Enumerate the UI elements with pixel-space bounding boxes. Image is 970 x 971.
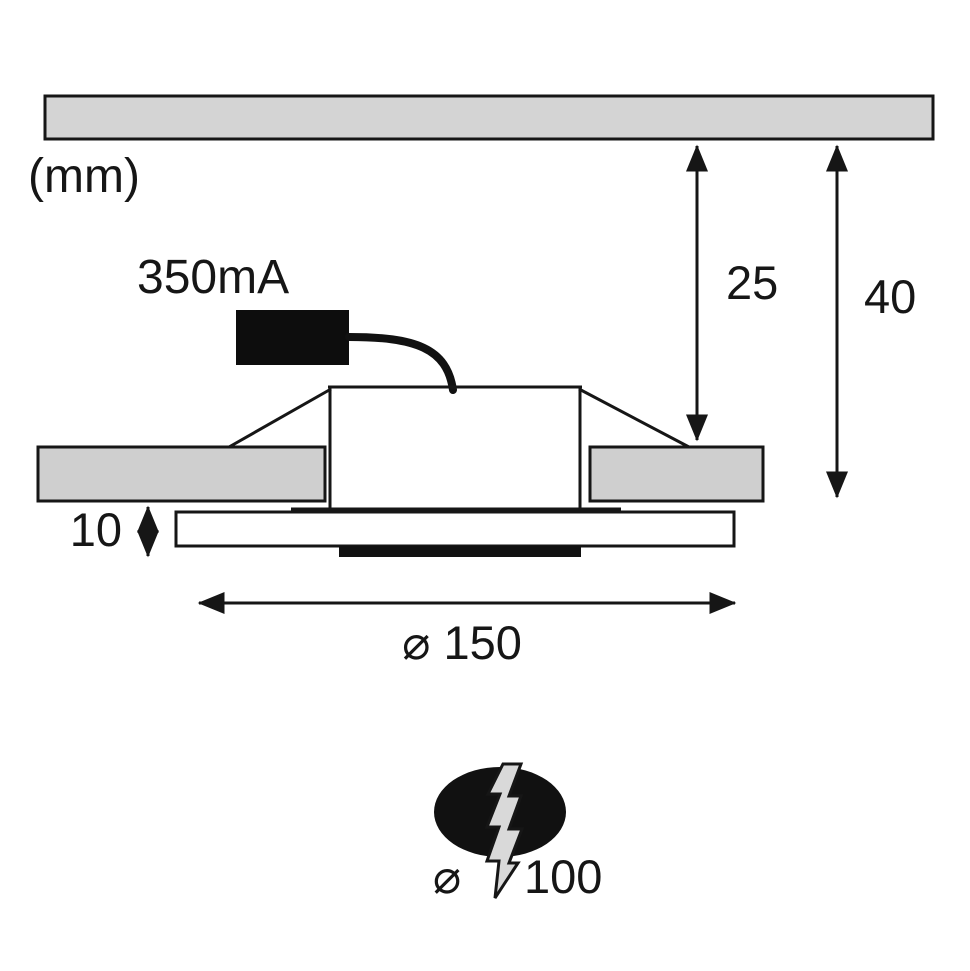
right-ceiling-section [588, 445, 765, 503]
lightning-bolt-icon [484, 762, 525, 899]
dim-25-label: 25 [726, 256, 778, 309]
ceiling-panel [43, 94, 935, 141]
lens-strip [339, 546, 581, 557]
left-spring-clip [228, 387, 332, 449]
cutout-diameter-value: 100 [524, 850, 602, 903]
unit-label: (mm) [28, 150, 140, 203]
dim-40-label: 40 [864, 270, 916, 323]
driver-current-label: 350mA [137, 251, 289, 304]
cutout-diameter-symbol: ⌀ [433, 850, 461, 903]
trim-ring [174, 510, 736, 548]
driver-cable [345, 333, 457, 394]
dim-10-label: 10 [70, 503, 122, 556]
driver-box [236, 310, 349, 365]
left-ceiling-section [36, 445, 327, 503]
right-spring-clip [578, 387, 690, 449]
dim-150-label: ⌀ 150 [402, 616, 522, 669]
